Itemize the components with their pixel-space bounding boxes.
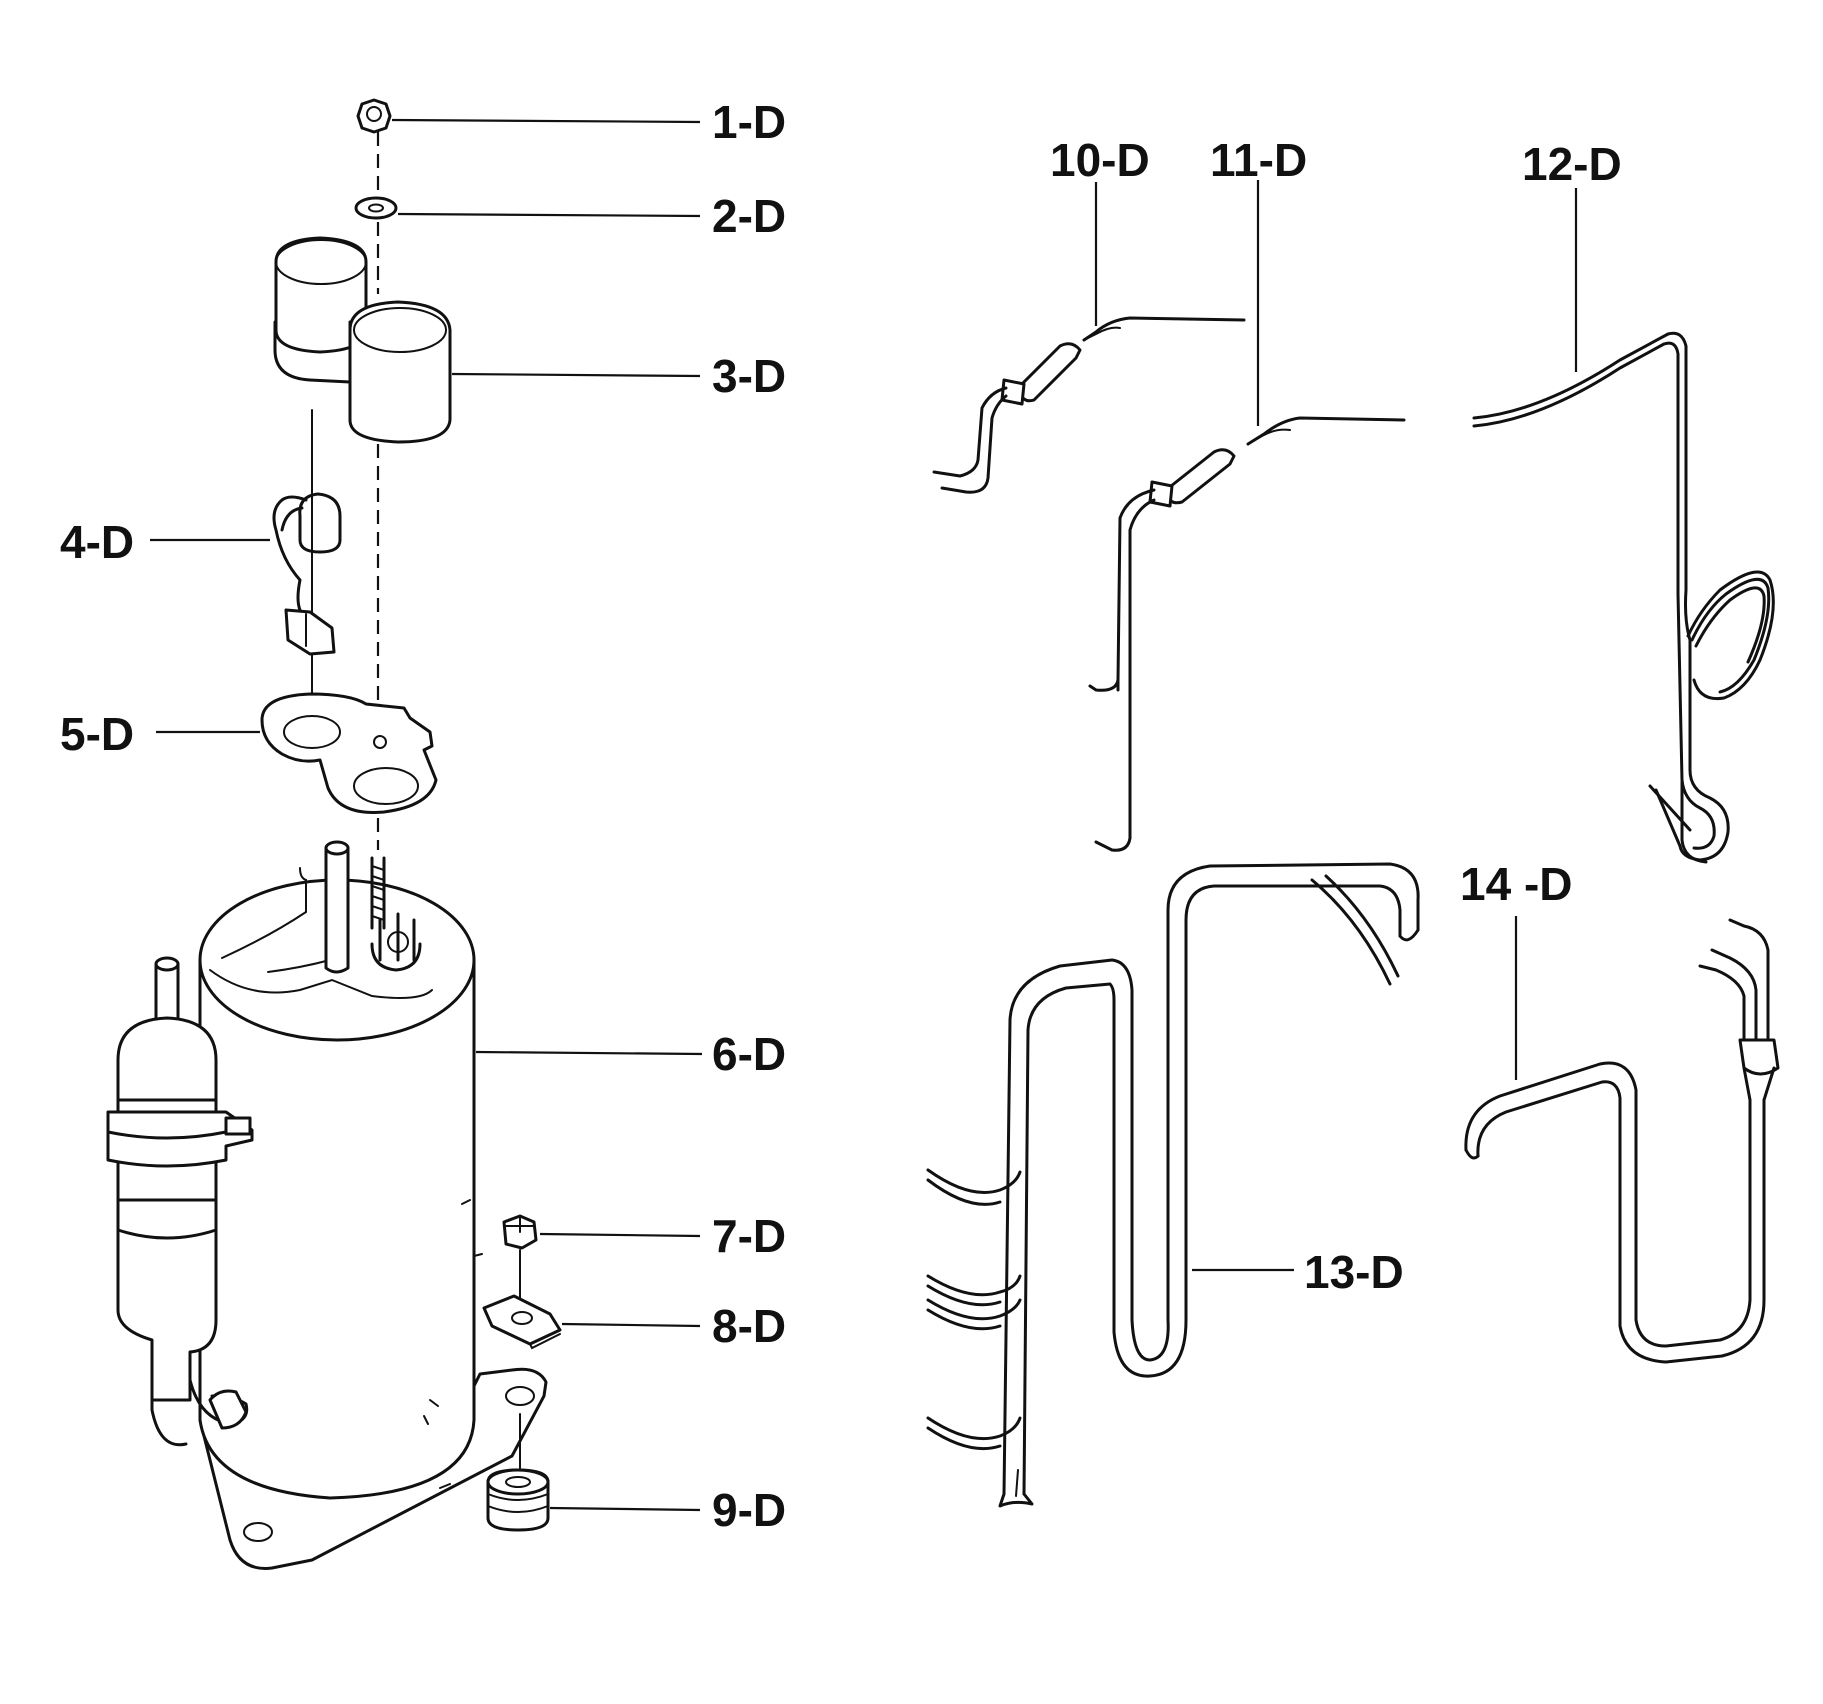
leader-line-9 [549,1506,701,1512]
label-12-d: 12-D [1522,138,1622,190]
leader-line-7 [539,1232,701,1238]
capillary-assembly-10-part [932,316,1246,494]
capillary-coil-12-part [1472,331,1775,864]
pipe-13-part [926,862,1420,1508]
cap-nut-part [356,98,392,134]
leader-line-6 [475,1050,703,1056]
label-4-d: 4-D [60,516,134,568]
label-13-d: 13-D [1304,1246,1404,1298]
washer-part [354,196,398,220]
terminal-cover-part [273,236,452,444]
label-9-d: 9-D [712,1484,786,1536]
label-14-d: 14 -D [1460,858,1572,910]
leader-line-8 [561,1322,701,1328]
square-washer-part [482,1294,562,1350]
label-6-d: 6-D [712,1028,786,1080]
compressor-part [106,840,548,1570]
label-11-d: 11-D [1210,134,1307,186]
pipe-14-part [1464,918,1780,1364]
capillary-assembly-11-part [1088,416,1406,852]
label-5-d: 5-D [60,708,134,760]
leader-line-1 [391,118,701,124]
leader-line-3 [451,372,701,378]
rubber-grommet-part [486,1468,550,1532]
gasket-plate-part [260,692,438,814]
label-8-d: 8-D [712,1300,786,1352]
label-2-d: 2-D [712,190,786,242]
label-7-d: 7-D [712,1210,786,1262]
label-1-d: 1-D [712,96,786,148]
label-3-d: 3-D [712,350,786,402]
overload-protector-part [272,492,342,656]
nut-part [502,1214,538,1250]
leader-line-2 [397,212,701,218]
label-10-d: 10-D [1050,134,1150,186]
